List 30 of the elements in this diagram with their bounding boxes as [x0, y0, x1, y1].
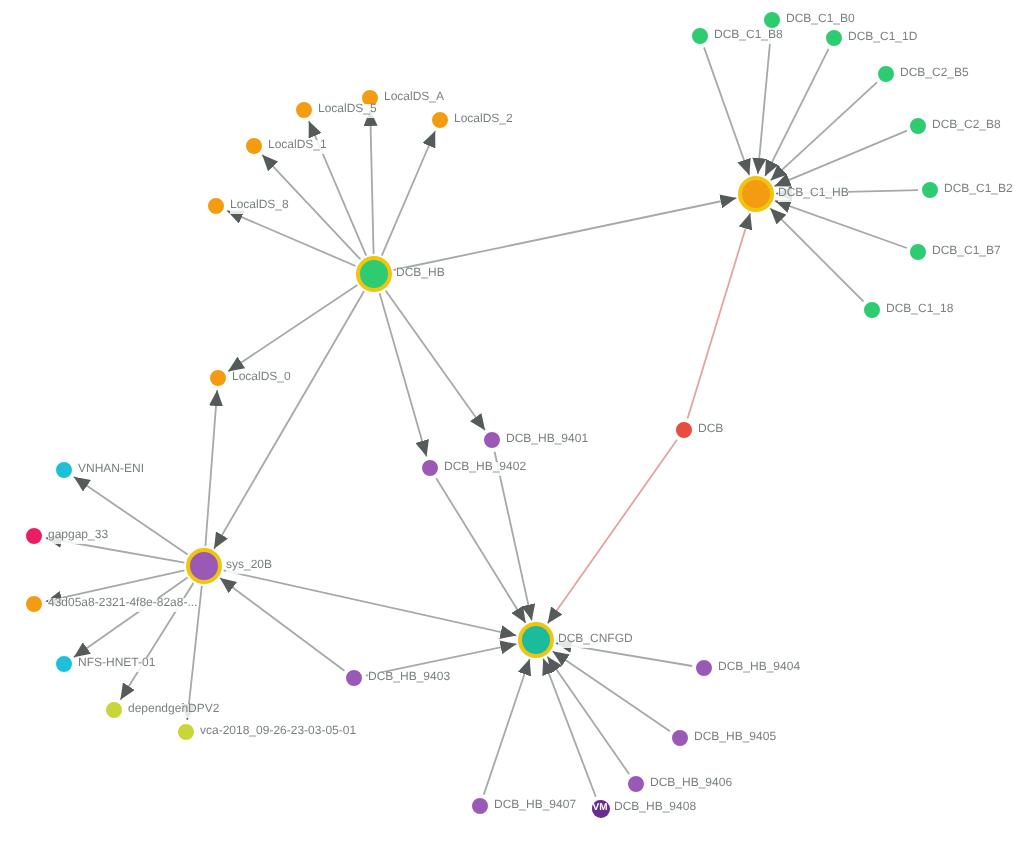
arrow	[703, 46, 751, 177]
arrow	[435, 477, 527, 624]
arrow	[769, 81, 879, 182]
arrow	[222, 569, 518, 639]
arrow	[204, 389, 223, 547]
arrow	[364, 640, 518, 677]
arrow	[764, 47, 830, 178]
arrow	[392, 194, 738, 271]
arrow	[769, 207, 865, 303]
arrow	[226, 209, 357, 267]
arrow	[493, 450, 536, 622]
arrow	[261, 153, 362, 261]
arrow	[219, 577, 346, 672]
arrow	[542, 657, 597, 798]
arrow	[773, 199, 908, 249]
arrow	[307, 120, 368, 257]
arrow	[546, 438, 678, 625]
arrow	[227, 284, 359, 373]
arrow	[384, 289, 486, 432]
arrow	[551, 650, 671, 733]
arrow	[213, 290, 365, 550]
arrow	[686, 212, 753, 420]
arrow	[378, 292, 429, 458]
arrow	[44, 569, 186, 605]
arrow	[482, 658, 532, 796]
arrow	[181, 584, 203, 721]
arrow	[72, 475, 189, 556]
arrow	[546, 655, 631, 776]
arrow	[380, 130, 437, 257]
arrow	[773, 129, 908, 188]
